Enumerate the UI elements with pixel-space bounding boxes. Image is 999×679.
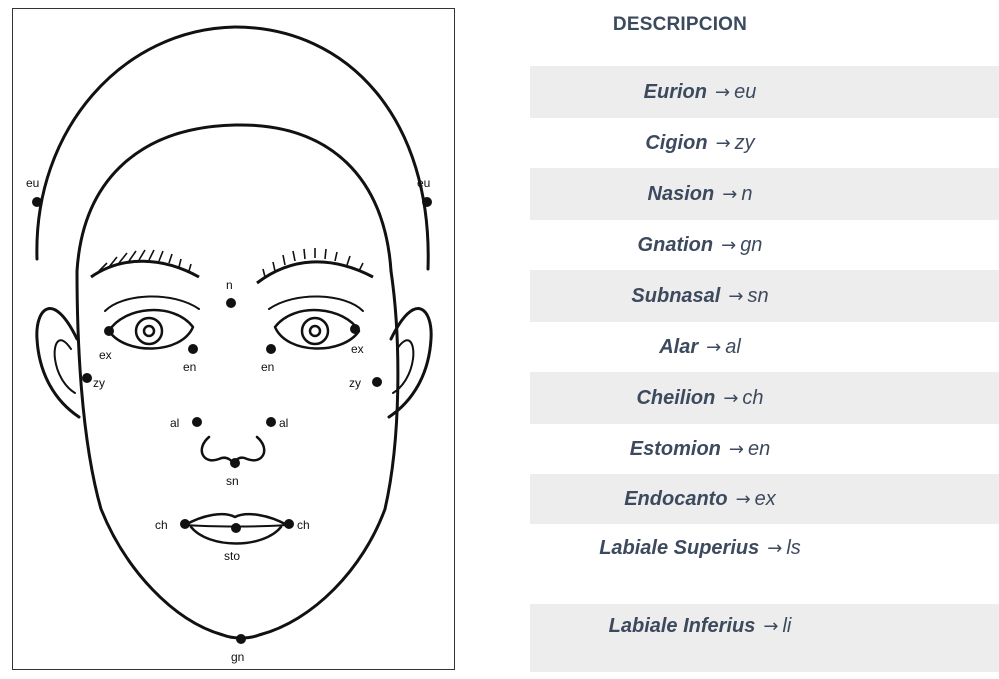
description-row-cigion: Cigion →zy: [530, 118, 999, 168]
landmark-label-sto: sto: [224, 549, 240, 563]
row-abbr: gn: [740, 234, 762, 257]
face-contour: [77, 271, 398, 638]
description-row-estomion: Estomion →en: [530, 424, 999, 474]
landmark-en-left: en: [183, 344, 198, 374]
arrow-icon: →: [767, 538, 782, 559]
row-abbr: al: [725, 336, 741, 359]
landmark-label-ch-right: ch: [297, 518, 310, 532]
row-abbr: sn: [747, 285, 768, 308]
description-row-labiale-inferius: Labiale Inferius →li: [530, 604, 999, 648]
row-abbr: li: [782, 615, 791, 638]
landmark-label-ex-right: ex: [351, 342, 364, 356]
landmark-zy-left: zy: [82, 373, 105, 390]
landmark-ex-left: ex: [99, 326, 114, 362]
row-term: Labiale Inferius: [609, 615, 756, 638]
row-term: Nasion: [648, 183, 715, 206]
landmark-label-ch-left: ch: [155, 518, 168, 532]
landmark-label-en-right: en: [261, 360, 274, 374]
arrow-icon: →: [729, 439, 744, 460]
landmark-al-right: al: [266, 416, 288, 430]
arrow-icon: →: [716, 133, 731, 154]
face-drawing: eu eu n ex en en ex zy zy al al sn ch ch…: [13, 9, 456, 671]
landmark-zy-right: zy: [349, 376, 382, 390]
description-row-labiale-superius: Labiale Superius →ls: [530, 524, 999, 572]
arrow-icon: →: [728, 286, 743, 307]
arrow-icon: →: [723, 388, 738, 409]
landmark-al-left: al: [170, 416, 202, 430]
landmark-eu-right: eu: [417, 176, 432, 207]
description-title: DESCRIPCION: [530, 14, 830, 36]
row-abbr: zy: [735, 132, 755, 155]
description-row-eurion: Eurion →eu: [530, 66, 999, 118]
row-abbr: ex: [755, 488, 776, 511]
landmark-ch-left: ch: [155, 518, 190, 532]
landmark-label-zy-left: zy: [93, 376, 105, 390]
row-term: Labiale Superius: [599, 537, 759, 560]
landmark-label-eu-left: eu: [26, 176, 39, 190]
landmark-label-gn: gn: [231, 650, 244, 664]
row-term: Endocanto: [624, 488, 727, 511]
head-outline: [37, 27, 428, 269]
hairline: [77, 125, 391, 271]
description-table: DESCRIPCION Eurion→eu Cigion→zy Nasion→n…: [530, 0, 999, 679]
landmark-markers: eu eu n ex en en ex zy zy al al sn ch ch…: [26, 176, 432, 664]
landmark-label-ex-left: ex: [99, 348, 112, 362]
left-ear: [37, 309, 79, 417]
row-term: Cigion: [645, 132, 707, 155]
row-term: Gnation: [638, 234, 714, 257]
landmark-label-en-left: en: [183, 360, 196, 374]
landmark-label-zy-right: zy: [349, 376, 361, 390]
row-term: Cheilion: [636, 387, 715, 410]
arrow-icon: →: [715, 82, 730, 103]
description-row-nasion: Nasion →n: [530, 168, 999, 220]
landmark-label-sn: sn: [226, 474, 239, 488]
landmark-label-eu-right: eu: [417, 176, 430, 190]
row-abbr: n: [741, 183, 752, 206]
landmark-label-n: n: [226, 278, 233, 292]
landmark-ch-right: ch: [284, 518, 310, 532]
row-abbr: en: [748, 438, 770, 461]
arrow-icon: →: [721, 235, 736, 256]
row-term: Alar: [659, 336, 698, 359]
description-row-cheilion: Cheilion →ch: [530, 372, 999, 424]
row-abbr: ls: [786, 537, 800, 560]
landmark-ex-right: ex: [350, 324, 364, 356]
landmark-en-right: en: [261, 344, 276, 374]
arrow-icon: →: [736, 489, 751, 510]
row-abbr: ch: [742, 387, 763, 410]
description-row-subnasal: Subnasal →sn: [530, 270, 999, 322]
row-term: Estomion: [630, 438, 721, 461]
description-row-gnation: Gnation →gn: [530, 220, 999, 270]
landmark-label-al-left: al: [170, 416, 179, 430]
row-abbr: eu: [734, 81, 756, 104]
arrow-icon: →: [722, 184, 737, 205]
landmark-n: n: [226, 278, 236, 308]
landmark-label-al-right: al: [279, 416, 288, 430]
row-term: Eurion: [644, 81, 707, 104]
description-row-spacer: [530, 648, 999, 672]
landmark-eu-left: eu: [26, 176, 42, 207]
arrow-icon: →: [763, 616, 778, 637]
face-landmark-figure: eu eu n ex en en ex zy zy al al sn ch ch…: [12, 8, 455, 670]
description-row-endocanto: Endocanto →ex: [530, 474, 999, 524]
arrow-icon: →: [706, 337, 721, 358]
row-term: Subnasal: [631, 285, 720, 308]
landmark-sn: sn: [226, 458, 240, 488]
description-row-alar: Alar →al: [530, 322, 999, 372]
